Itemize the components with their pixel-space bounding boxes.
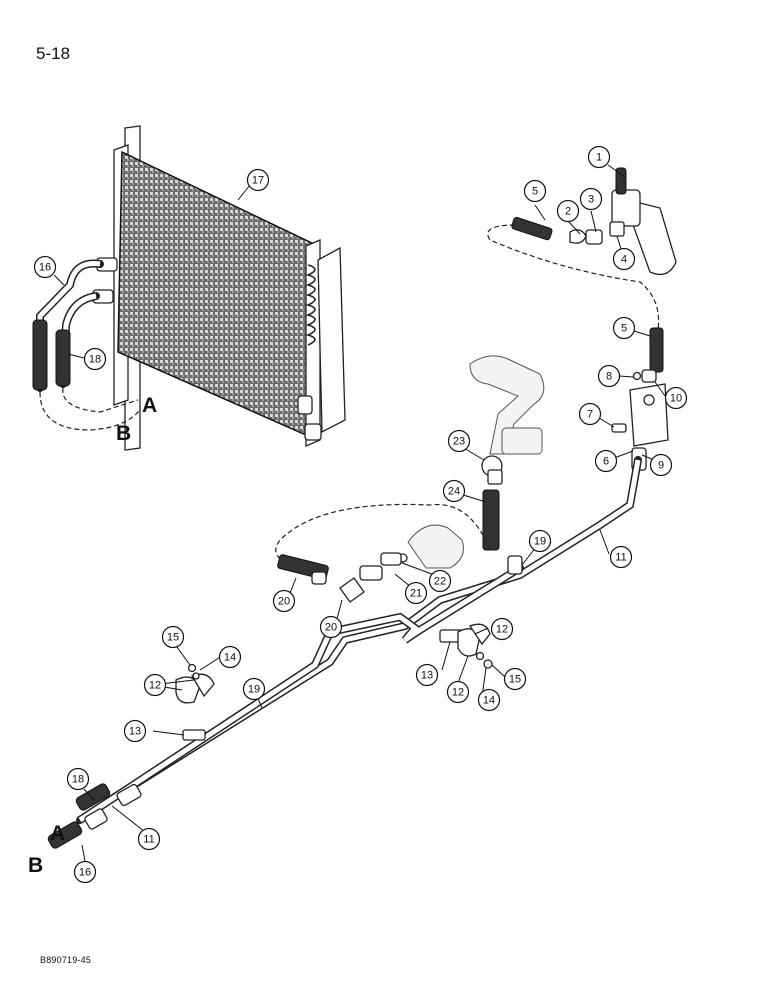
callout-number: 9 [658,460,664,472]
callout-6: 6 [594,449,618,473]
condenser-hoses [32,259,141,431]
callout-number: 16 [79,867,91,879]
callout-number: 12 [496,624,508,636]
callout-2: 2 [556,199,580,223]
callout-number: 16 [39,262,51,274]
callout-number: 23 [453,436,465,448]
callout-9: 9 [649,453,673,477]
callout-3: 3 [579,187,603,211]
callout-17: 17 [246,168,270,192]
line-clamps [175,623,493,741]
callout-number: 13 [129,726,141,738]
callout-15: 15 [161,625,185,649]
callout-number: 13 [421,670,433,682]
callout-number: 4 [621,254,627,266]
callout-22: 22 [428,569,452,593]
callout-number: 1 [596,152,602,164]
callout-number: 8 [606,371,612,383]
callout-19: 19 [528,529,552,553]
callout-24: 24 [442,479,466,503]
callout-16: 16 [33,255,57,279]
callout-number: 10 [670,393,682,405]
callout-11: 11 [137,827,161,851]
callout-number: 2 [565,206,571,218]
callout-20: 20 [319,615,343,639]
callout-number: 19 [534,536,546,548]
condenser-assembly [92,125,346,451]
callout-10: 10 [664,386,688,410]
callout-number: 22 [434,576,446,588]
callout-number: 12 [149,680,161,692]
callout-18: 18 [83,347,107,371]
callout-number: 5 [532,186,538,198]
callout-5: 5 [523,179,547,203]
callout-number: 20 [278,596,290,608]
callout-11: 11 [609,545,633,569]
connection-letter-a: A [50,822,65,845]
callout-13: 13 [415,663,439,687]
connection-letter-b: B [28,854,43,877]
callout-23: 23 [447,429,471,453]
callout-number: 11 [143,834,154,846]
callout-number: 20 [325,622,337,634]
callout-group: 1234556789101111121212131314141515161617… [33,145,688,884]
callout-19: 19 [242,677,266,701]
callout-number: 6 [603,456,609,468]
callout-number: 3 [588,194,594,206]
callout-21: 21 [404,581,428,605]
callout-14: 14 [477,688,501,712]
callout-number: 17 [252,175,264,187]
callout-12: 12 [143,673,167,697]
callout-18: 18 [66,767,90,791]
callout-number: 24 [448,486,460,498]
callout-number: 7 [587,409,593,421]
callout-12: 12 [490,617,514,641]
connection-letter-b: B [116,422,131,445]
callout-number: 15 [167,632,179,644]
callout-number: 19 [248,684,260,696]
callout-number: 14 [483,695,495,707]
callout-16: 16 [73,860,97,884]
callout-number: 21 [410,588,422,600]
callout-14: 14 [218,645,242,669]
figure-code: B890719-45 [40,955,92,965]
callout-number: 12 [452,687,464,699]
callout-number: 18 [89,354,101,366]
callout-5: 5 [612,316,636,340]
compressor-fittings [275,355,545,603]
callout-4: 4 [612,247,636,271]
callout-number: 18 [72,774,84,786]
callout-number: 11 [615,552,626,564]
callout-7: 7 [578,402,602,426]
callout-12: 12 [446,680,470,704]
connection-letter-a: A [142,394,157,417]
callout-number: 15 [509,674,521,686]
callout-number: 14 [224,652,236,664]
page-number: 5-18 [36,44,71,63]
callout-8: 8 [597,364,621,388]
mounting-bracket [611,369,669,471]
callout-13: 13 [123,719,147,743]
refrigerant-lines [47,456,642,849]
callout-15: 15 [503,667,527,691]
callout-1: 1 [587,145,611,169]
callout-number: 5 [621,323,627,335]
callout-20: 20 [272,589,296,613]
